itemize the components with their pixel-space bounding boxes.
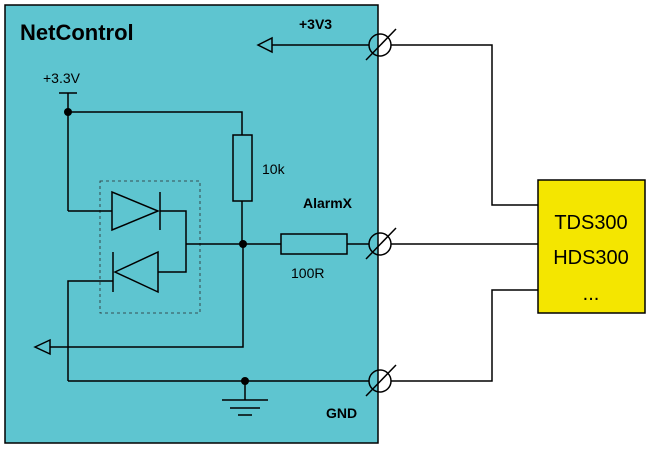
block-title: NetControl [20, 20, 134, 45]
netcontrol-block [4, 4, 379, 444]
pullup-wire-top [68, 111, 243, 135]
diode-pair-outline [99, 180, 201, 314]
lower-diode-icon [113, 250, 159, 294]
device-line-1: TDS300 [554, 212, 627, 234]
supply-label: +3.3V [43, 70, 81, 86]
device-line-3: ... [583, 283, 600, 305]
ground-wire-outer [391, 289, 538, 382]
ground-terminal-label: GND [326, 405, 357, 421]
alarm-terminal-slash [365, 227, 397, 260]
device-line-2: HDS300 [553, 247, 629, 269]
alarm-terminal-label: AlarmX [303, 195, 353, 211]
signal-output-wire [50, 244, 244, 348]
device-box [537, 179, 646, 314]
signal-output-arrow-icon [33, 338, 51, 356]
ground-terminal-slash [365, 364, 397, 397]
diode-pair-wire-right [158, 210, 187, 273]
pullup-resistor-label: 10k [262, 161, 286, 177]
upper-diode-icon [111, 190, 160, 232]
power-wire-outer [391, 44, 538, 206]
power-terminal-slash [365, 28, 397, 61]
series-resistor-label: 100R [291, 265, 324, 281]
ground-icon [222, 381, 268, 416]
power-terminal-label: +3V3 [299, 16, 332, 32]
